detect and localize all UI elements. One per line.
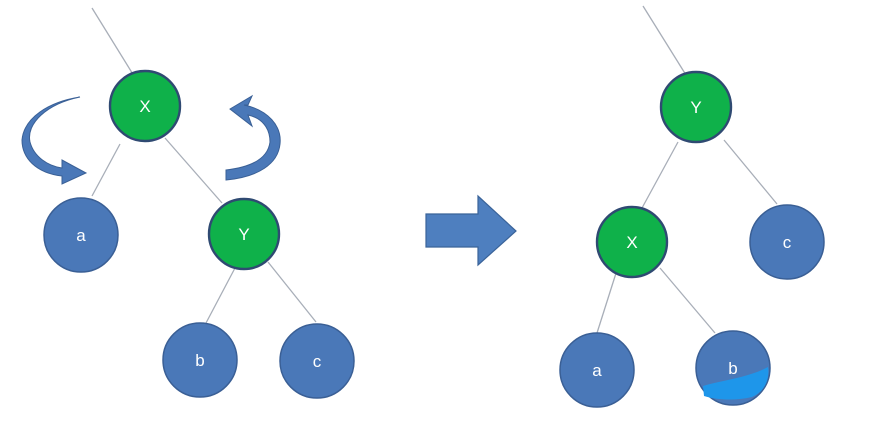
before-parent-edge bbox=[91, 7, 135, 77]
after-node-c-label: c bbox=[783, 233, 792, 252]
after-node-y: Y bbox=[659, 70, 733, 144]
before-tree: X a Y b c bbox=[21, 7, 355, 399]
before-edge-y-b bbox=[205, 267, 236, 324]
before-node-x: X bbox=[108, 69, 182, 143]
after-edge-y-c bbox=[723, 139, 778, 205]
highlight-mark bbox=[703, 367, 769, 400]
after-edge-x-b bbox=[659, 267, 716, 334]
after-node-a: a bbox=[559, 332, 635, 408]
after-node-x: X bbox=[595, 205, 669, 279]
after-node-c: c bbox=[749, 204, 825, 280]
after-node-x-label: X bbox=[626, 233, 637, 252]
after-edge-x-a bbox=[596, 269, 618, 334]
before-node-b-label: b bbox=[195, 351, 204, 370]
before-node-a: a bbox=[43, 197, 119, 273]
curved-arrow-counterclockwise-icon bbox=[21, 96, 88, 185]
after-parent-edge bbox=[642, 5, 687, 76]
before-node-y-label: Y bbox=[238, 225, 249, 244]
right-arrow-icon bbox=[425, 194, 517, 267]
after-node-a-label: a bbox=[592, 361, 602, 380]
before-edge-y-c bbox=[267, 261, 317, 323]
before-node-a-label: a bbox=[76, 226, 86, 245]
after-edge-y-x bbox=[641, 141, 679, 209]
before-node-y: Y bbox=[207, 197, 281, 271]
after-tree: Y X c a b bbox=[559, 5, 825, 408]
after-node-b: b bbox=[695, 330, 771, 406]
before-edge-x-a bbox=[91, 143, 121, 197]
before-node-c: c bbox=[279, 323, 355, 399]
before-node-x-label: X bbox=[139, 97, 150, 116]
before-node-b: b bbox=[162, 322, 238, 398]
before-edge-x-y bbox=[164, 137, 223, 204]
curved-arrow-clockwise-icon bbox=[225, 94, 281, 181]
after-node-b-label: b bbox=[728, 359, 737, 378]
after-node-y-label: Y bbox=[690, 98, 701, 117]
before-node-c-label: c bbox=[313, 352, 322, 371]
